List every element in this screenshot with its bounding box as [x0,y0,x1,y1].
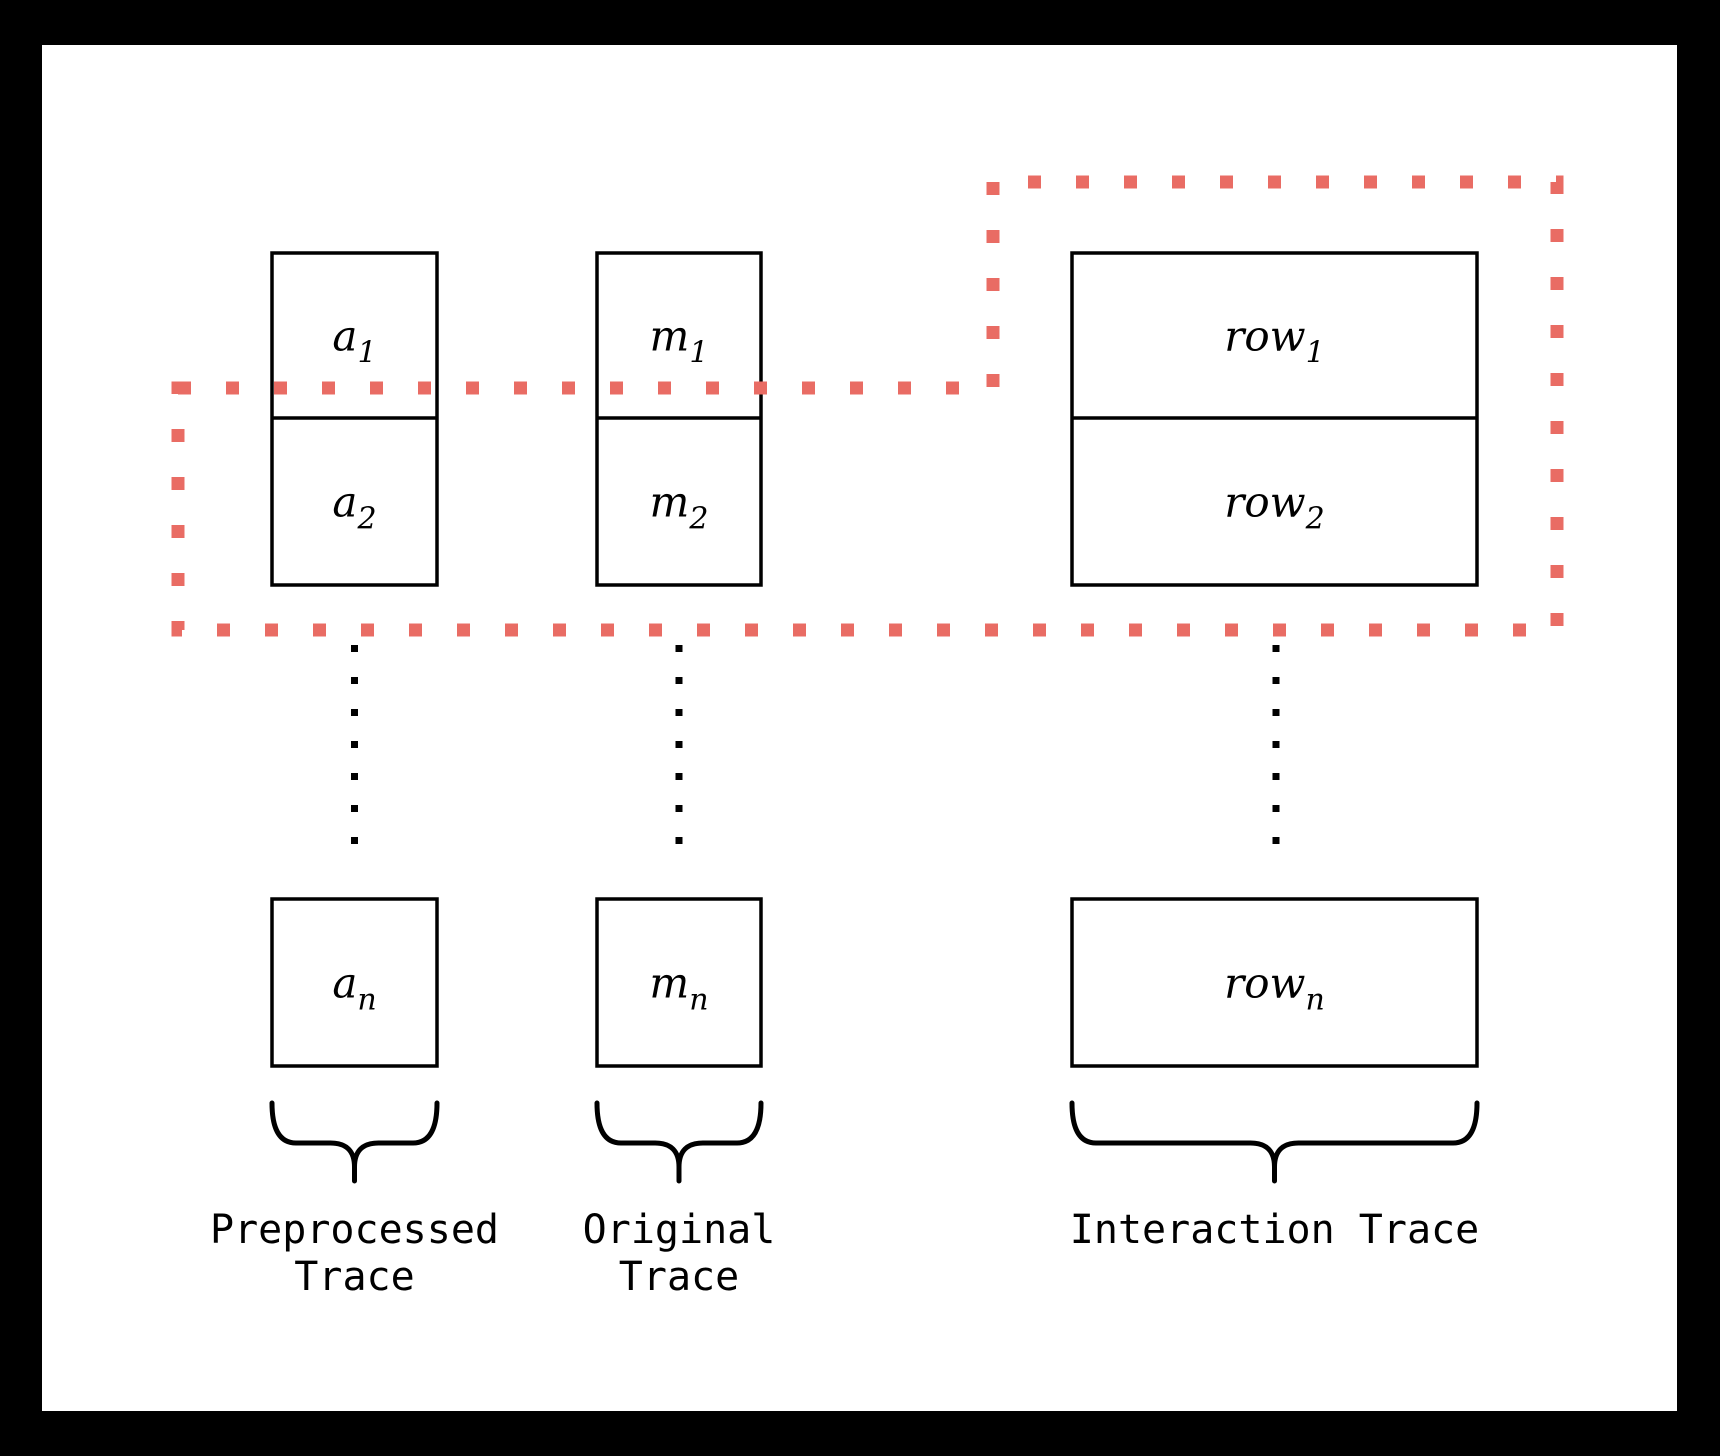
cell-label-a2: a2 [332,478,376,537]
cell-label-m1: m1 [650,312,709,371]
highlight-loop [171,175,1564,637]
cell-box-an [270,897,439,1068]
brace-row [1069,1100,1480,1184]
cell-box-rown [1070,897,1479,1068]
cell-box-mn [595,897,763,1068]
brace-m [594,1100,764,1184]
brace-a [269,1100,440,1184]
cell-label-row2: row2 [1224,478,1324,537]
cell-label-m2: m2 [650,478,709,537]
cell-label-an: an [332,959,376,1018]
caption-interaction-trace: Interaction Trace [1070,1207,1479,1253]
cell-label-row1: row1 [1224,312,1324,371]
cell-label-mn: mn [649,959,708,1018]
column-interaction-trace: row1 row2 rown Interaction Trace [1069,251,1480,1253]
cell-label-a1: a1 [332,312,376,371]
cell-label-rown: rown [1224,959,1325,1018]
